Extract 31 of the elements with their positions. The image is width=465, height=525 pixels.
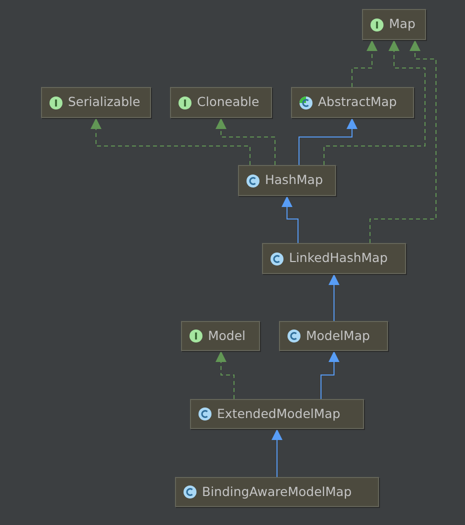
class-box: [279, 321, 388, 351]
class-name: ExtendedModelMap: [217, 404, 340, 423]
class-name: Serializable: [68, 93, 140, 112]
dashed-arrow: [90, 118, 250, 166]
dashed-arrow: [352, 40, 378, 88]
class-box: [262, 243, 406, 274]
class-name: BindingAwareModelMap: [202, 482, 352, 501]
class-box: [238, 165, 336, 196]
class-box: [181, 321, 260, 351]
dashed-arrow: [216, 350, 234, 400]
class-box: [170, 87, 272, 118]
class-name: LinkedHashMap: [289, 249, 388, 268]
class-name: Cloneable: [197, 93, 260, 112]
class-name: Map: [389, 15, 416, 34]
class-box: [190, 399, 364, 429]
arrow: [282, 196, 298, 244]
class-name: ModelMap: [306, 326, 370, 345]
arrow: [320, 350, 340, 400]
dashed-arrow: [370, 40, 436, 244]
class-name: Model: [208, 326, 246, 345]
arrow: [272, 428, 282, 478]
dashed-arrow: [324, 40, 426, 166]
class-name: HashMap: [265, 171, 323, 190]
class-name: AbstractMap: [318, 93, 397, 112]
class-box: [175, 477, 379, 507]
arrow: [328, 274, 340, 322]
class-box: [41, 87, 151, 118]
arrow: [298, 118, 358, 166]
class-box: [291, 87, 414, 118]
class-box: [362, 9, 426, 40]
dashed-arrow: [216, 118, 276, 166]
